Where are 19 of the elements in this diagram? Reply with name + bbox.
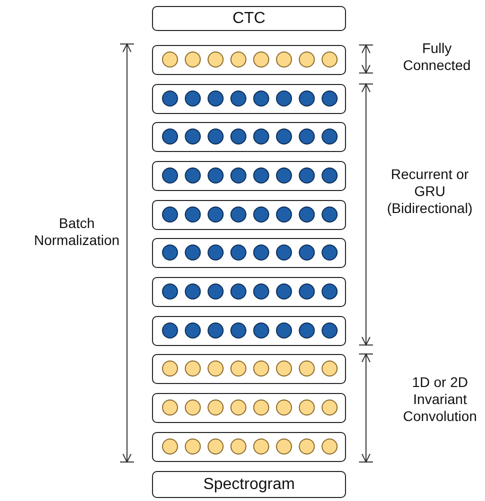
- output-box: [152, 6, 346, 31]
- layer-box: [152, 238, 346, 268]
- bracket-label: 1D or 2D Invariant Convolution: [402, 374, 478, 425]
- layer-box: [152, 161, 346, 191]
- layer-box: [152, 45, 346, 75]
- layer-box: [152, 84, 346, 114]
- bracket-label: Fully Connected: [403, 40, 471, 74]
- node-text: Spectrogram: [203, 476, 295, 494]
- layer-box: [152, 200, 346, 230]
- layer-box: [152, 277, 346, 307]
- node-text: CTC: [232, 10, 266, 28]
- layer-box: [152, 432, 346, 462]
- bracket-label: Batch Normalization: [34, 215, 120, 249]
- bracket-label: Recurrent or GRU (Bidirectional): [387, 166, 473, 217]
- layer-box: [152, 316, 346, 346]
- layer-box: [152, 122, 346, 152]
- output-box: [152, 471, 346, 498]
- layer-box: [152, 354, 346, 384]
- layer-box: [152, 393, 346, 423]
